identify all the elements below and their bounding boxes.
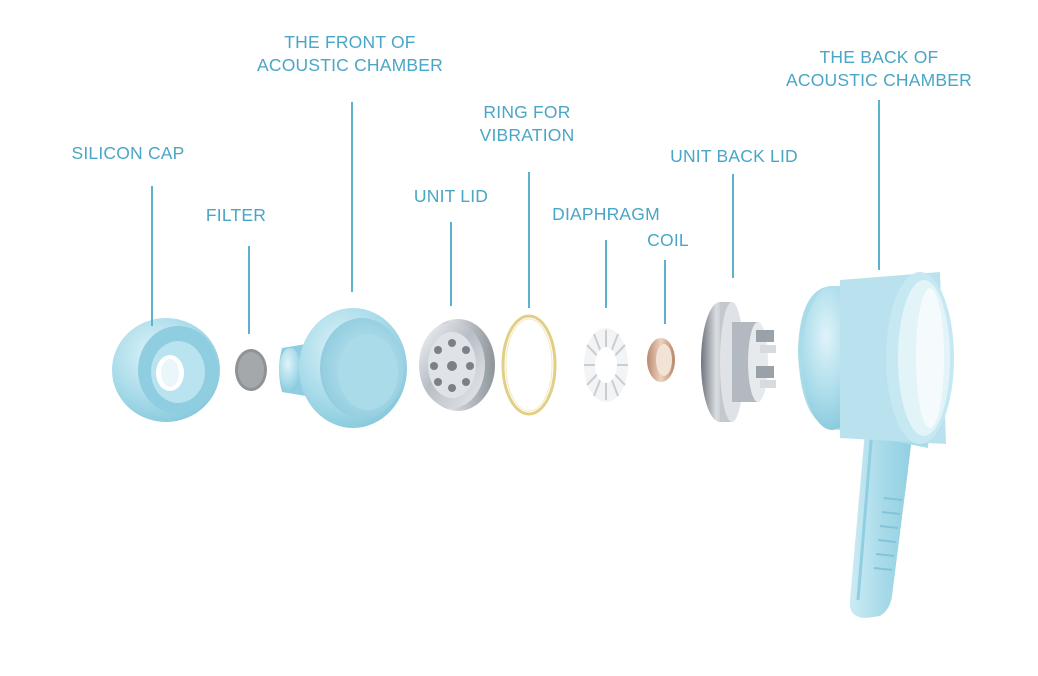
label-back-chamber: THE BACK OF ACOUSTIC CHAMBER	[786, 46, 972, 92]
label-filter: FILTER	[206, 204, 266, 227]
label-line: FILTER	[205, 205, 267, 225]
unit-back-lid-part	[701, 302, 776, 422]
filter-part	[235, 349, 267, 391]
label-unit-back-lid: UNIT BACK LID	[670, 145, 798, 168]
silicon-cap-leader	[151, 186, 153, 326]
vibration-ring-part	[501, 314, 557, 416]
label-silicon-cap: SILICON CAP	[71, 142, 184, 165]
label-coil: COIL	[647, 229, 689, 252]
back-chamber-leader	[878, 100, 880, 270]
back-chamber-part	[798, 272, 954, 618]
ring-leader	[528, 172, 530, 308]
label-line: VIBRATION	[479, 125, 575, 145]
label-line: UNIT LID	[413, 186, 489, 206]
coil-part	[647, 338, 675, 382]
silicon-cap-part	[112, 318, 220, 422]
label-line: COIL	[647, 230, 689, 250]
label-line: SILICON CAP	[71, 143, 185, 163]
label-line: UNIT BACK LID	[670, 146, 798, 166]
label-diaphragm: DIAPHRAGM	[552, 203, 660, 226]
diaphragm-leader	[605, 240, 607, 308]
unit-lid-part	[419, 319, 495, 411]
label-line: THE BACK OF	[819, 47, 939, 67]
label-line: RING FOR	[483, 102, 571, 122]
front-chamber-part	[279, 308, 407, 428]
label-line: THE FRONT OF	[284, 32, 416, 52]
coil-leader	[664, 260, 666, 324]
label-front-chamber: THE FRONT OF ACOUSTIC CHAMBER	[257, 31, 443, 77]
label-line: ACOUSTIC CHAMBER	[786, 70, 972, 90]
unit-back-lid-leader	[732, 174, 734, 278]
filter-leader	[248, 246, 250, 334]
label-unit-lid: UNIT LID	[414, 185, 488, 208]
front-chamber-leader	[351, 102, 353, 292]
unit-lid-leader	[450, 222, 452, 306]
label-line: ACOUSTIC CHAMBER	[257, 55, 443, 75]
diaphragm-part	[584, 328, 628, 402]
label-ring: RING FOR VIBRATION	[480, 101, 575, 147]
label-line: DIAPHRAGM	[552, 204, 660, 224]
